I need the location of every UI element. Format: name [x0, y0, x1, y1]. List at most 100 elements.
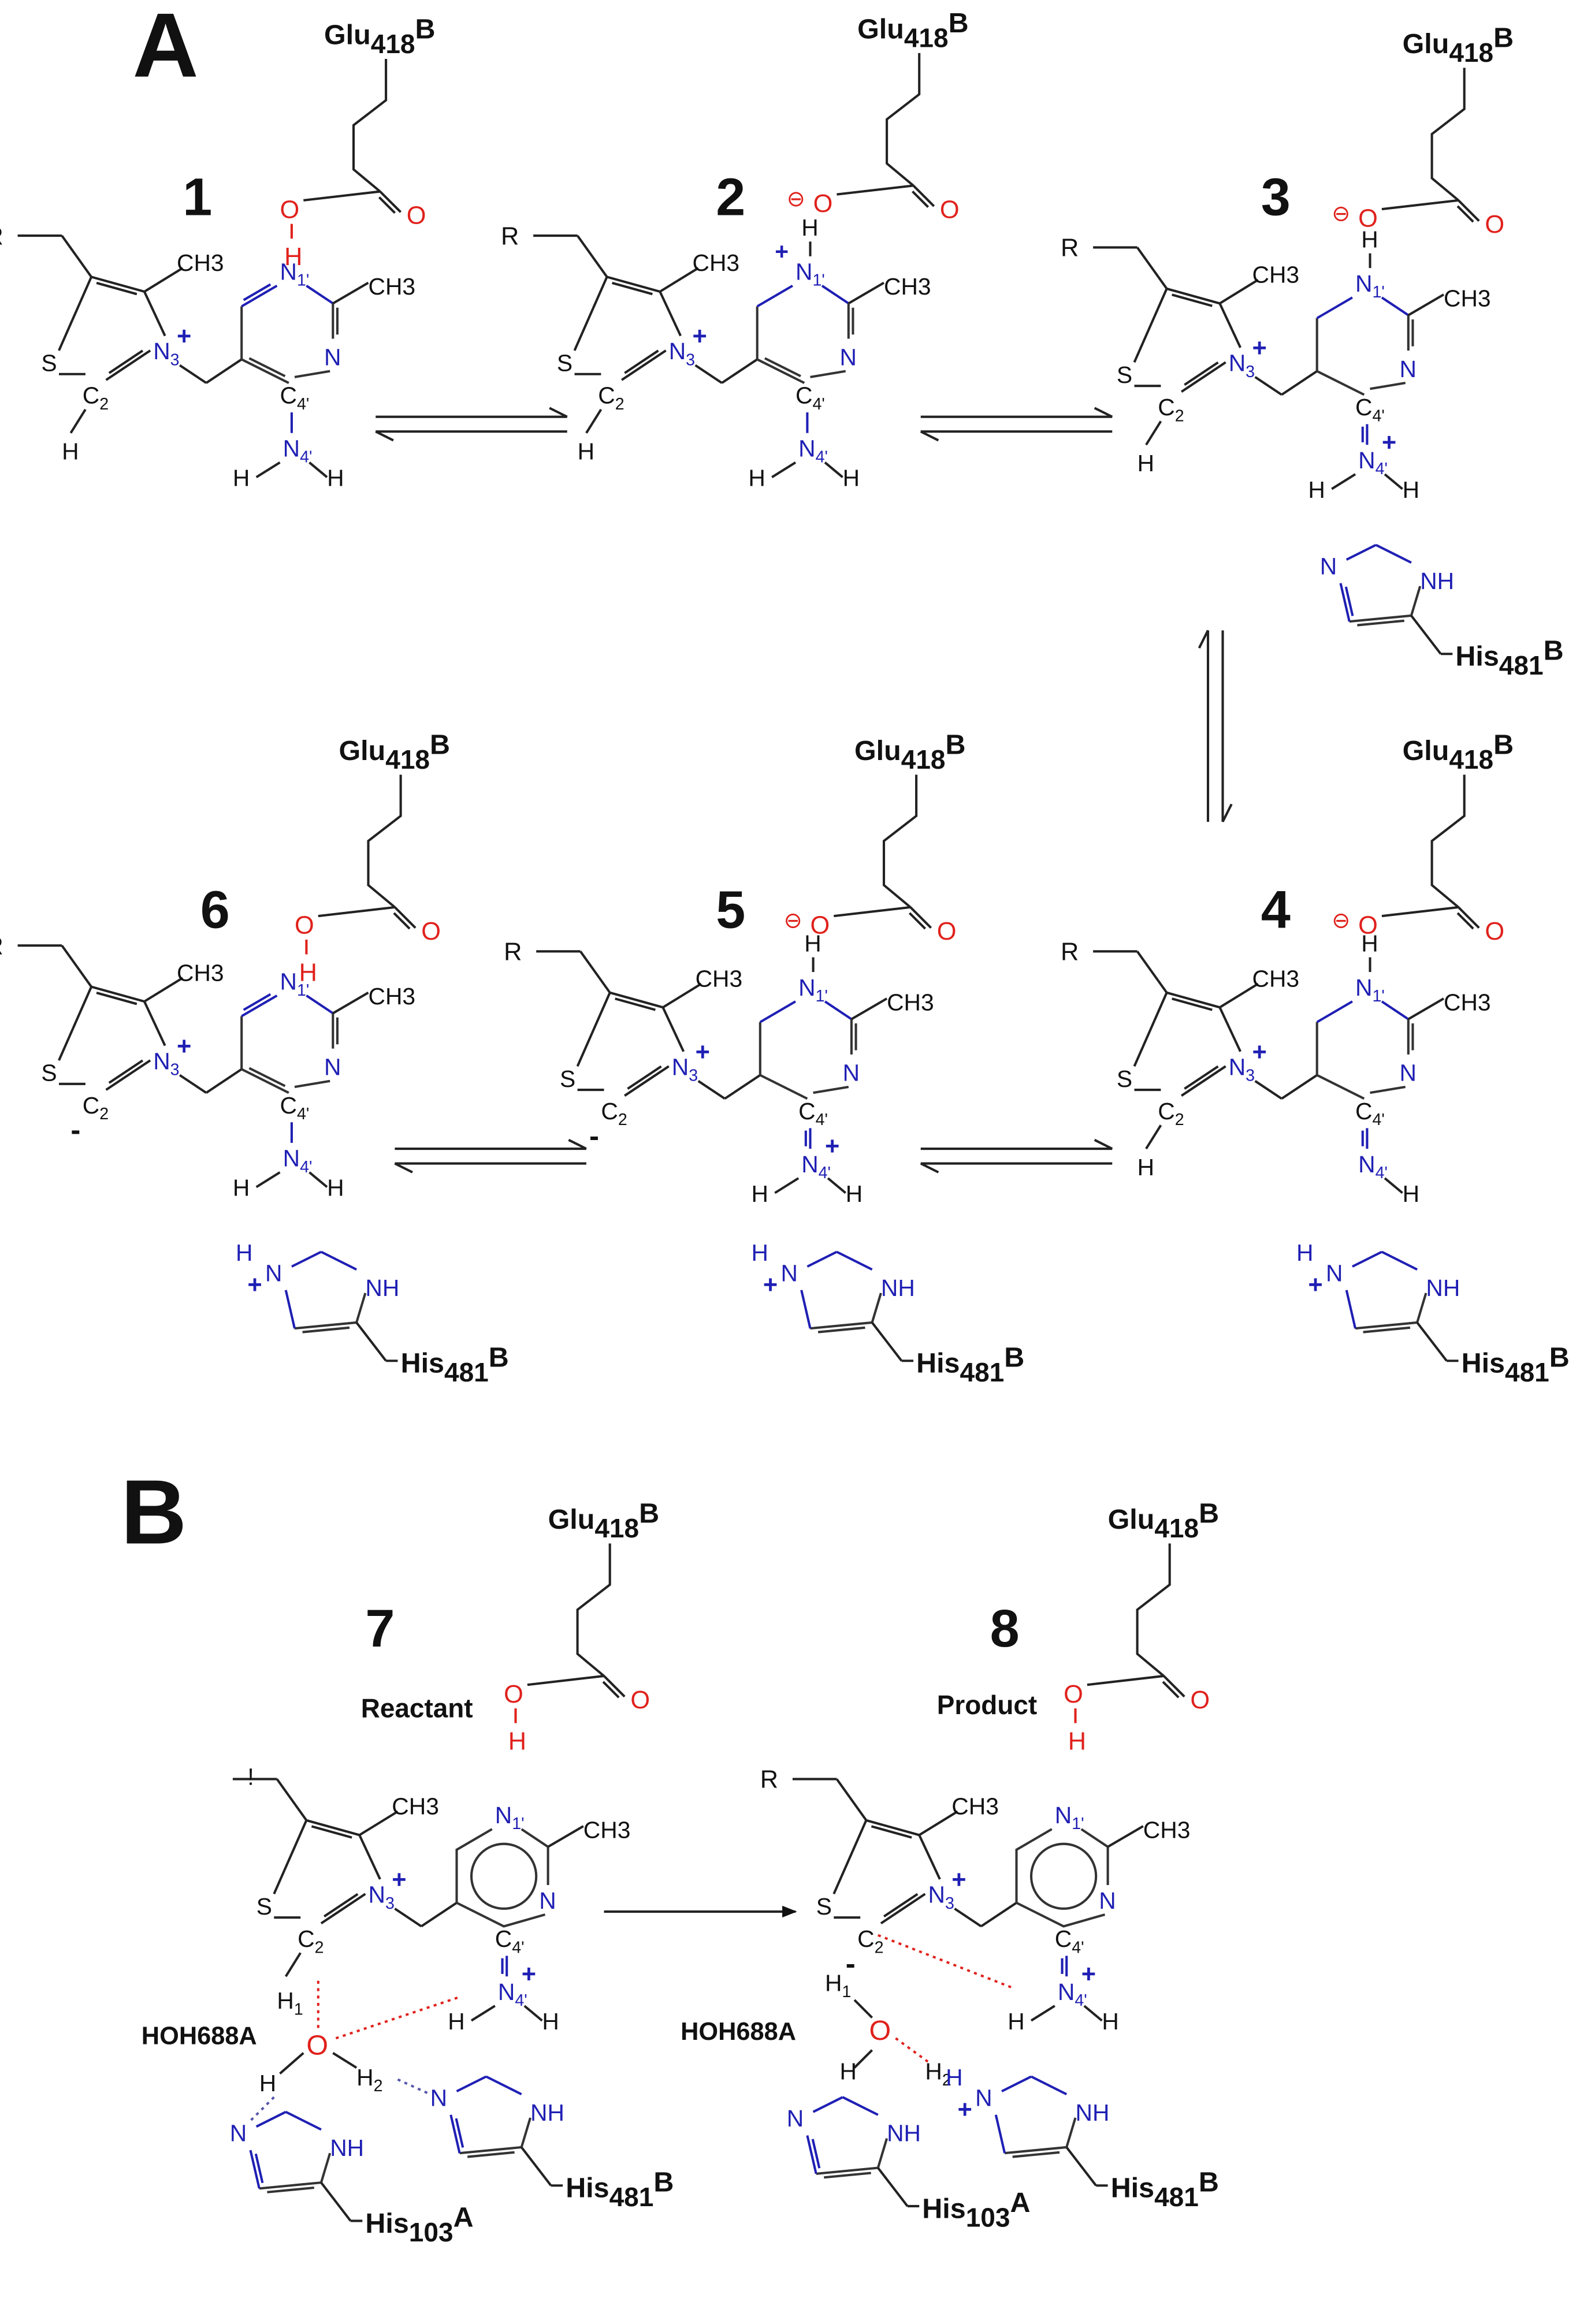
- c4-methyl-bond: [1219, 982, 1259, 1008]
- glu-chain: [352, 59, 388, 193]
- pyrimidine-double-bond: [241, 358, 289, 384]
- c2-h-bond: [585, 408, 603, 434]
- glu418b-label: Glu418B: [854, 729, 966, 775]
- c4p-atom: C4': [1355, 1098, 1385, 1129]
- imidazole-double-bond: [249, 2150, 261, 2189]
- c2-hydrogen: H: [62, 438, 79, 465]
- c2-n3-double-bond: [323, 1893, 359, 1917]
- pyrimidine-bond: [294, 370, 330, 378]
- glu-carbonyl-oxygen: O: [407, 202, 426, 230]
- pyrimidine-ring: [521, 1828, 549, 1886]
- thiazole-methyl: CH3: [696, 966, 743, 992]
- bridge-bond: [1254, 1080, 1283, 1100]
- c5-chain: [1136, 951, 1168, 993]
- bridge-bond: [721, 358, 758, 384]
- n1-atom: N1': [1355, 974, 1385, 1005]
- c4-n3-bond: [1218, 1007, 1241, 1052]
- n3-atom: N3: [1229, 1054, 1255, 1085]
- pyrimidine-bond: [1381, 296, 1409, 316]
- imidazole-bond: [806, 1250, 838, 1268]
- c4-c5-double-bond: [609, 991, 664, 1009]
- glu-carbonyl-oxygen: O: [1190, 1686, 1210, 1714]
- thiazole-methyl: CH3: [693, 249, 740, 276]
- glu-carbonyl: [393, 912, 411, 930]
- n3p-atom: N: [1099, 1887, 1116, 1914]
- n1-proton: H: [1361, 930, 1378, 956]
- pyrimidine-double-bond: [248, 1067, 286, 1087]
- imidazole-bond: [1381, 1250, 1418, 1271]
- glu-carbonyl: [602, 1681, 620, 1699]
- c4-methyl-bond: [919, 1810, 958, 1837]
- water-oxygen: O: [306, 2029, 328, 2061]
- hbond-dots: [250, 2096, 275, 2122]
- glu-negative-charge: ⊖: [1332, 908, 1350, 933]
- imidazole-double-bond: [1349, 614, 1412, 623]
- his103a-label: His103A: [365, 2202, 473, 2248]
- glu-carbonyl-oxygen: O: [1485, 918, 1504, 945]
- c2-h-bond: [1145, 1124, 1162, 1150]
- n3p-atom: N: [840, 344, 857, 370]
- pyrimidine-double-bond: [756, 358, 805, 384]
- c2-h-bond: [1145, 420, 1162, 446]
- glu-carbonyl: [912, 190, 930, 208]
- imidazole-bond: [1065, 2117, 1077, 2148]
- bridge-bond: [421, 1901, 458, 1928]
- glu-carbonyl: [603, 1675, 626, 1698]
- pyrimidine-double-bond: [248, 357, 286, 378]
- imidazole-bond: [1345, 1290, 1356, 1329]
- n4-atom: N4': [283, 1145, 313, 1176]
- n4-atom: N4': [1058, 1979, 1087, 2010]
- imidazole-bond: [1416, 1293, 1428, 1323]
- glu-oxygen: O: [1064, 1681, 1083, 1708]
- imidazole-bond: [456, 2075, 487, 2092]
- reactant-caption: Reactant: [361, 1693, 473, 1723]
- c2-h1-atom: H1: [277, 1987, 303, 2018]
- n4-hydrogen: H: [327, 465, 344, 491]
- c5-chain: [579, 951, 611, 993]
- c4-c5-double-bond: [612, 281, 653, 296]
- glu-carbonyl: [1456, 912, 1474, 930]
- c2-n3-double-bond: [108, 1059, 144, 1084]
- glu418b-label: Glu418B: [1403, 23, 1514, 68]
- his-chain: [1065, 2146, 1097, 2187]
- imidazole-proton: H: [946, 2064, 962, 2091]
- r-group: R: [1061, 234, 1079, 262]
- imidazole-bond: [876, 2138, 889, 2169]
- c5-chain: [1136, 247, 1168, 290]
- sulfur: S: [560, 1066, 575, 1092]
- imidazole-double-bond: [1355, 1321, 1418, 1330]
- n3p-atom: N: [1400, 1060, 1417, 1086]
- c2p-methyl-bond: [332, 991, 369, 1015]
- c4-methyl-bond: [659, 267, 699, 293]
- hbond-dots: [895, 2037, 929, 2063]
- bridge-bond: [179, 364, 207, 384]
- pyrimidine-ring: [1016, 1901, 1106, 1928]
- glu418b-label: Glu418B: [324, 13, 436, 59]
- n4-hydrogen: H: [448, 2008, 464, 2035]
- his481b-label: His481B: [566, 2166, 674, 2212]
- glu-carbonyl: [909, 906, 932, 929]
- c2p-methyl-bond: [332, 281, 369, 305]
- glu-chain: [576, 1543, 611, 1677]
- n4-hydrogen: H: [843, 465, 860, 491]
- pyrimidine-double-bond: [241, 1068, 289, 1094]
- n4-hydrogen: H: [846, 1180, 863, 1207]
- bridge-bond: [954, 1908, 982, 1928]
- imidazole-double-bond: [816, 2166, 878, 2175]
- n4-h-bond: [1030, 2005, 1055, 2022]
- c2-n3-double-bond: [624, 1065, 670, 1097]
- sulfur: S: [557, 350, 573, 377]
- imidazole-double-bond: [259, 2181, 322, 2190]
- n4-h-bond: [1384, 473, 1403, 490]
- n3p-atom: N: [539, 1887, 556, 1914]
- his481b-label: His481B: [1455, 635, 1563, 680]
- s-c5-bond: [1133, 288, 1168, 363]
- arrow-head: [920, 1162, 939, 1174]
- glu-carbonyl: [1456, 205, 1474, 223]
- pyrimidine-bond: [1370, 1085, 1406, 1094]
- r-group: R: [504, 938, 522, 966]
- n4-positive-charge: +: [1081, 1960, 1096, 1988]
- glu-carbonyl: [1458, 906, 1480, 929]
- pyrimidine-bond: [306, 995, 334, 1015]
